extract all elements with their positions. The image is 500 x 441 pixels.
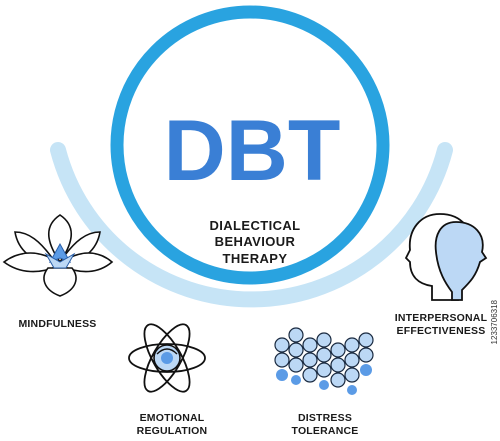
stock-watermark-id: 1233706318: [490, 300, 499, 345]
skill-label-mindfulness: MINDFULNESS: [18, 318, 97, 330]
skill-label-interpersonal-effectiveness: INTERPERSONAL EFFECTIVENESS: [394, 312, 488, 338]
connecting-arc: [50, 142, 453, 308]
atom-orbit-icon: [128, 323, 206, 393]
center-ring: [110, 5, 390, 285]
skill-label-emotional-regulation: EMOTIONAL REGULATION: [136, 412, 208, 438]
lotus-flower-icon: [2, 214, 114, 297]
center-subtitle: DIALECTICAL BEHAVIOUR THERAPY: [209, 218, 301, 266]
dbt-acronym: DBT: [164, 103, 341, 199]
two-heads-icon: [404, 213, 488, 301]
bubble-stack-icon: [274, 327, 374, 395]
skill-label-distress-tolerance: DISTRESS TOLERANCE: [291, 412, 359, 438]
